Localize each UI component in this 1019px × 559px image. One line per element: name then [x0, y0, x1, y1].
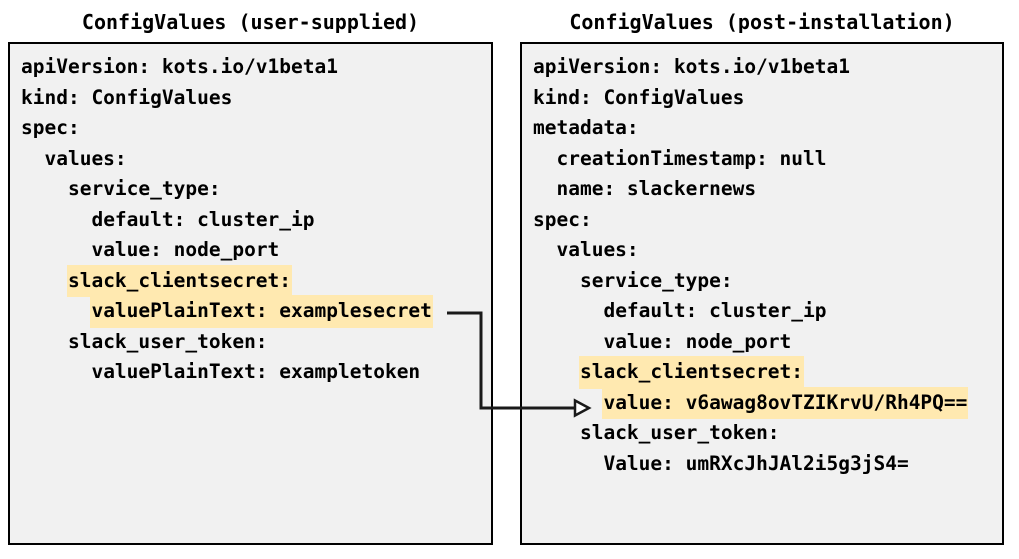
code-text: spec:: [21, 116, 80, 139]
code-line: value: node_port: [10, 235, 491, 266]
code-indent: [533, 238, 556, 261]
code-text: metadata:: [533, 116, 639, 139]
code-line: service_type:: [10, 174, 491, 205]
code-text: service_type:: [579, 268, 733, 292]
code-line: valuePlainText: examplesecret: [10, 296, 491, 327]
code-line: values:: [10, 144, 491, 175]
code-text: name: slackernews: [556, 177, 757, 200]
code-indent: [533, 269, 580, 292]
code-indent: [533, 147, 556, 170]
code-text: apiVersion: kots.io/v1beta1: [21, 55, 338, 78]
code-text: slack_user_token:: [579, 421, 780, 444]
code-line: service_type:: [522, 266, 1002, 297]
code-line: values:: [522, 235, 1002, 266]
code-text-highlighted: slack_clientsecret:: [579, 357, 804, 388]
code-line: default: cluster_ip: [522, 296, 1002, 327]
panel-title-post-installation: ConfigValues (post-installation): [569, 10, 955, 34]
code-line: spec:: [10, 113, 491, 144]
code-text: value: node_port: [91, 238, 280, 261]
code-line: kind: ConfigValues: [522, 83, 1002, 114]
code-indent: [21, 269, 68, 292]
code-text-highlighted: valuePlainText: examplesecret: [91, 296, 432, 327]
code-text: value: node_port: [603, 329, 792, 353]
code-text-highlighted: value: v6awag8ovTZIKrvU/Rh4PQ==: [603, 387, 968, 418]
code-text: default: cluster_ip: [603, 299, 827, 322]
config-values-post-installation-lines: apiVersion: kots.io/v1beta1 kind: ConfigV…: [522, 44, 1002, 479]
code-text: default: cluster_ip: [91, 207, 315, 231]
code-indent: [533, 452, 603, 475]
code-indent: [21, 299, 91, 322]
code-indent: [533, 421, 580, 444]
code-line: creationTimestamp: null: [522, 144, 1002, 175]
code-line: kind: ConfigValues: [10, 83, 491, 114]
code-line: value: node_port: [522, 327, 1002, 358]
config-values-user-supplied-box: apiVersion: kots.io/v1beta1 kind: ConfigV…: [8, 42, 493, 545]
config-values-user-supplied-lines: apiVersion: kots.io/v1beta1 kind: ConfigV…: [10, 44, 491, 388]
code-indent: [21, 208, 91, 231]
code-line: apiVersion: kots.io/v1beta1: [522, 52, 1002, 83]
code-line: slack_clientsecret:: [522, 357, 1002, 388]
code-text: slack_user_token:: [67, 329, 268, 353]
code-text: values:: [556, 238, 639, 261]
code-line: slack_clientsecret:: [10, 265, 491, 296]
code-text: values:: [44, 146, 127, 170]
code-text: creationTimestamp: null: [556, 146, 827, 170]
code-text: service_type:: [67, 177, 221, 200]
code-text: kind: ConfigValues: [21, 85, 233, 109]
code-indent: [533, 299, 603, 322]
panel-title-user-supplied: ConfigValues (user-supplied): [81, 10, 420, 34]
code-line: metadata:: [522, 113, 1002, 144]
config-values-post-installation-box: apiVersion: kots.io/v1beta1 kind: ConfigV…: [520, 42, 1004, 545]
code-line: slack_user_token:: [522, 418, 1002, 449]
code-indent: [21, 360, 91, 383]
code-indent: [21, 238, 91, 261]
code-indent: [21, 147, 44, 170]
code-indent: [21, 177, 68, 200]
code-text: kind: ConfigValues: [533, 85, 745, 109]
code-text-highlighted: slack_clientsecret:: [67, 265, 292, 296]
code-line: default: cluster_ip: [10, 205, 491, 236]
code-indent: [21, 330, 68, 353]
code-indent: [533, 391, 603, 414]
code-line: slack_user_token:: [10, 327, 491, 358]
code-line: Value: umRXcJhJAl2i5g3jS4=: [522, 449, 1002, 480]
code-line: spec:: [522, 205, 1002, 236]
code-line: value: v6awag8ovTZIKrvU/Rh4PQ==: [522, 387, 1002, 418]
code-text: spec:: [533, 207, 592, 231]
code-indent: [533, 177, 556, 200]
code-text: Value: umRXcJhJAl2i5g3jS4=: [603, 451, 909, 475]
code-indent: [533, 360, 580, 383]
code-line: name: slackernews: [522, 174, 1002, 205]
code-indent: [533, 330, 603, 353]
code-text: valuePlainText: exampletoken: [91, 360, 421, 383]
code-line: apiVersion: kots.io/v1beta1: [10, 52, 491, 83]
code-line: valuePlainText: exampletoken: [10, 357, 491, 388]
code-text: apiVersion: kots.io/v1beta1: [533, 55, 850, 78]
